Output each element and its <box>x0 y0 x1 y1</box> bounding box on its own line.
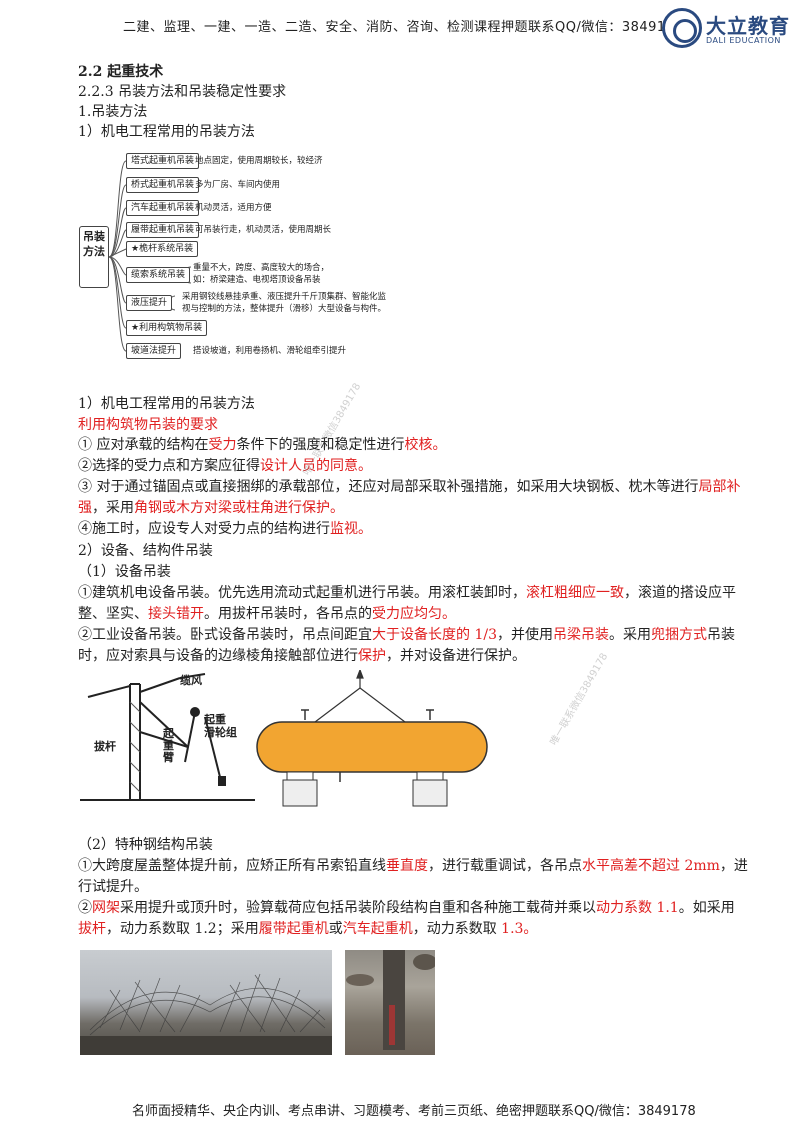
dali-logo-icon <box>662 8 702 48</box>
mindmap-branch: 缆索系统吊装 <box>126 267 191 283</box>
mindmap-branch-desc: 地点固定，使用周期较长，较经济 <box>195 156 323 166</box>
label-derrick-pole: 拔杆 <box>94 740 116 753</box>
mindmap-branch-desc: 采用钢铰线悬挂承重、液压提升千斤顶集群、智能化监 <box>182 292 387 302</box>
mindmap-branch: 履带起重机吊装 <box>126 222 200 238</box>
derrick-drawing <box>80 673 255 801</box>
roof-truss-photo <box>80 950 332 1055</box>
mindmap-branch: ★利用构筑物吊装 <box>126 320 208 336</box>
mindmap-root: 吊装方法 <box>79 226 109 288</box>
mindmap-branch: 液压提升 <box>126 295 173 311</box>
horizontal-vessel-drawing <box>256 670 488 807</box>
mindmap-branch: ★桅杆系统吊装 <box>126 241 199 257</box>
footer-contact-text: 名师面授精华、央企内训、考点串讲、习题模考、考前三页纸、绝密押题联系QQ/微信：… <box>132 1104 696 1119</box>
mindmap-branch-desc: 重量不大，跨度、高度较大的场合， <box>193 263 330 273</box>
item-lifting-methods: 1.吊装方法 <box>78 104 148 120</box>
block1-title: 1）机电工程常用的吊装方法 <box>78 396 255 412</box>
mindmap-branch-desc: 视与控制的方法，整体提升（滑移）大型设备与构件。 <box>182 304 387 314</box>
block2-sub1: （1）设备吊装 <box>78 564 171 580</box>
label-pulley: 起重滑轮组 <box>204 713 237 739</box>
label-guy-rope: 缆风 <box>180 674 202 687</box>
block1-point1: ① 应对承载的结构在受力条件下的强度和稳定性进行校核。 <box>78 437 447 453</box>
block2-point1: ①建筑机电设备吊装。优先选用流动式起重机进行吊装。用滚杠装卸时，滚杠粗细应一致，… <box>78 585 736 622</box>
block1-point4: ④施工时，应设专人对受力点的结构进行监视。 <box>78 521 372 537</box>
block2-point2: ②工业设备吊装。卧式设备吊装时，吊点间距宜大于设备长度的 1/3，并使用吊梁吊装… <box>78 627 735 664</box>
block1-subtitle: 利用构筑物吊装的要求 <box>78 417 218 433</box>
column-lifting-photo <box>345 950 435 1055</box>
block3-sub2: （2）特种钢结构吊装 <box>78 837 213 853</box>
mindmap-branch-desc: 机动灵活，适用方便 <box>195 203 272 213</box>
mindmap-branch-desc: 可吊装行走，机动灵活，使用周期长 <box>195 225 332 235</box>
mindmap-branch: 坡道法提升 <box>126 343 182 359</box>
mindmap-branch: 塔式起重机吊装 <box>126 153 200 169</box>
mindmap-branch: 汽车起重机吊装 <box>126 200 200 216</box>
block1-point3: ③ 对于通过锚固点或直接捆绑的承载部位，还应对局部采取补强措施，如采用大块钢板、… <box>78 479 741 516</box>
header-contact-text: 二建、监理、一建、一造、二造、安全、消防、咨询、检测课程押题联系QQ/微信：38… <box>123 20 684 35</box>
block1-point2: ②选择的受力点和方案应征得设计人员的同意。 <box>78 458 372 474</box>
label-boom: 起重臂 <box>163 727 174 764</box>
logo-name-cn: 大立教育 <box>706 14 790 38</box>
block3-point2: ②网架采用提升或顶升时，验算载荷应包括吊装阶段结构自重和各种施工载荷并乘以动力系… <box>78 900 735 937</box>
mindmap-branch-desc: 如：桥梁建造、电视塔顶设备吊装 <box>193 275 321 285</box>
item-common-methods: 1）机电工程常用的吊装方法 <box>78 124 255 140</box>
block3-point1: ①大跨度屋盖整体提升前，应矫正所有吊索铅直线垂直度，进行载重调试，各吊点水平高差… <box>78 858 748 895</box>
logo-name-en: DALI EDUCATION <box>706 36 781 45</box>
block2-title: 2）设备、结构件吊装 <box>78 543 213 559</box>
mindmap-branch: 桥式起重机吊装 <box>126 177 200 193</box>
mindmap-branch-desc: 多为厂房、车间内使用 <box>195 180 281 190</box>
section-subheading: 2.2.3 吊装方法和吊装稳定性要求 <box>78 84 287 100</box>
section-heading: 2.2 起重技术 <box>78 64 164 80</box>
mindmap-branch-desc: 搭设坡道，利用卷扬机、滑轮组牵引提升 <box>193 346 347 356</box>
